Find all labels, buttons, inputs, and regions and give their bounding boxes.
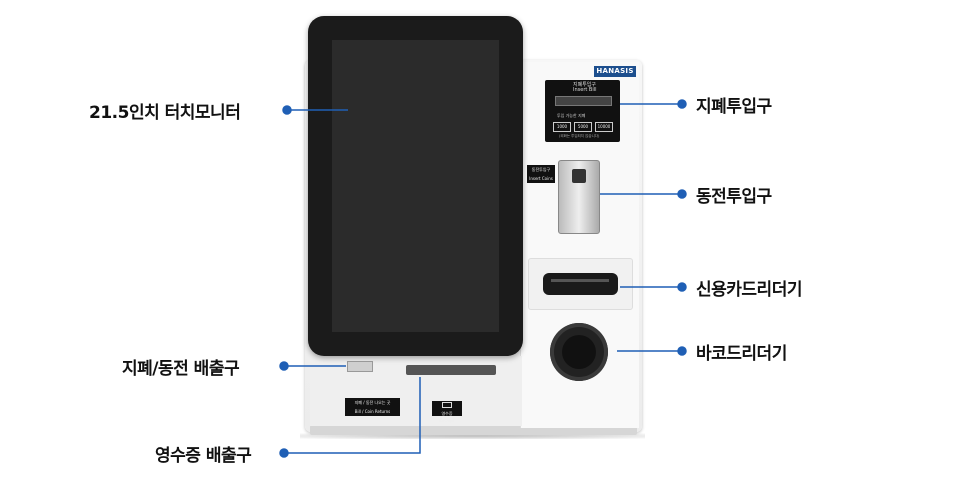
- leader-dot-return: [279, 361, 289, 371]
- receipt-slot: [406, 365, 496, 375]
- bill-panel-note: (외화는 투입되지 않습니다): [559, 134, 600, 138]
- bill-coin-return-slot: [347, 361, 373, 372]
- base-shadow: [300, 433, 645, 439]
- bill-acceptor: 지폐투입구 Insert Bill 투입 가능한 지폐 1000 5000 10…: [545, 80, 620, 142]
- leader-dot-receipt: [279, 448, 289, 458]
- coin-acceptor: [558, 160, 600, 234]
- brand-logo: HANASIS: [594, 66, 636, 77]
- leader-dot-coin: [677, 189, 687, 199]
- bill-denom-10000: 10000: [595, 122, 613, 132]
- monitor-display: [332, 40, 499, 332]
- receipt-tag: 영수증 Receipt: [432, 401, 462, 423]
- bill-denom-5000: 5000: [574, 122, 592, 132]
- card-reader: [543, 273, 618, 295]
- label-card-reader: 신용카드리더기: [696, 280, 802, 300]
- label-bill-inlet: 지폐투입구: [696, 97, 772, 117]
- label-barcode-reader: 바코드리더기: [696, 344, 787, 364]
- leader-dot-card: [677, 282, 687, 292]
- barcode-lens: [562, 335, 596, 369]
- bill-panel-subtitle: 투입 가능한 지폐: [557, 113, 586, 118]
- card-slot: [551, 279, 609, 282]
- printer-icon: [442, 402, 452, 408]
- leader-receipt: [284, 377, 421, 454]
- coin-tag: 동전투입구 Insert Coins: [527, 165, 555, 183]
- bill-slot: [555, 96, 612, 106]
- leader-dot-monitor: [282, 105, 292, 115]
- label-monitor: 21.5인치 터치모니터: [89, 103, 241, 123]
- card-reader-recess: [528, 258, 633, 310]
- bill-denom-1000: 1000: [553, 122, 571, 132]
- touch-monitor: [308, 16, 523, 356]
- return-tag: 지폐 / 동전 나오는 곳 Bill / Coin Returns: [345, 398, 400, 416]
- bill-panel-title: 지폐투입구 Insert Bill: [573, 82, 597, 93]
- label-receipt-outlet: 영수증 배출구: [155, 446, 252, 466]
- label-return-outlet: 지폐/동전 배출구: [122, 359, 240, 379]
- coin-slot: [572, 169, 586, 183]
- receipt-tag-text: 영수증 Receipt: [439, 411, 455, 423]
- leader-dot-barcode: [677, 346, 687, 356]
- leader-dot-bill: [677, 99, 687, 109]
- kiosk-base: [310, 425, 637, 435]
- barcode-reader: [550, 323, 608, 381]
- label-coin-inlet: 동전투입구: [696, 187, 772, 207]
